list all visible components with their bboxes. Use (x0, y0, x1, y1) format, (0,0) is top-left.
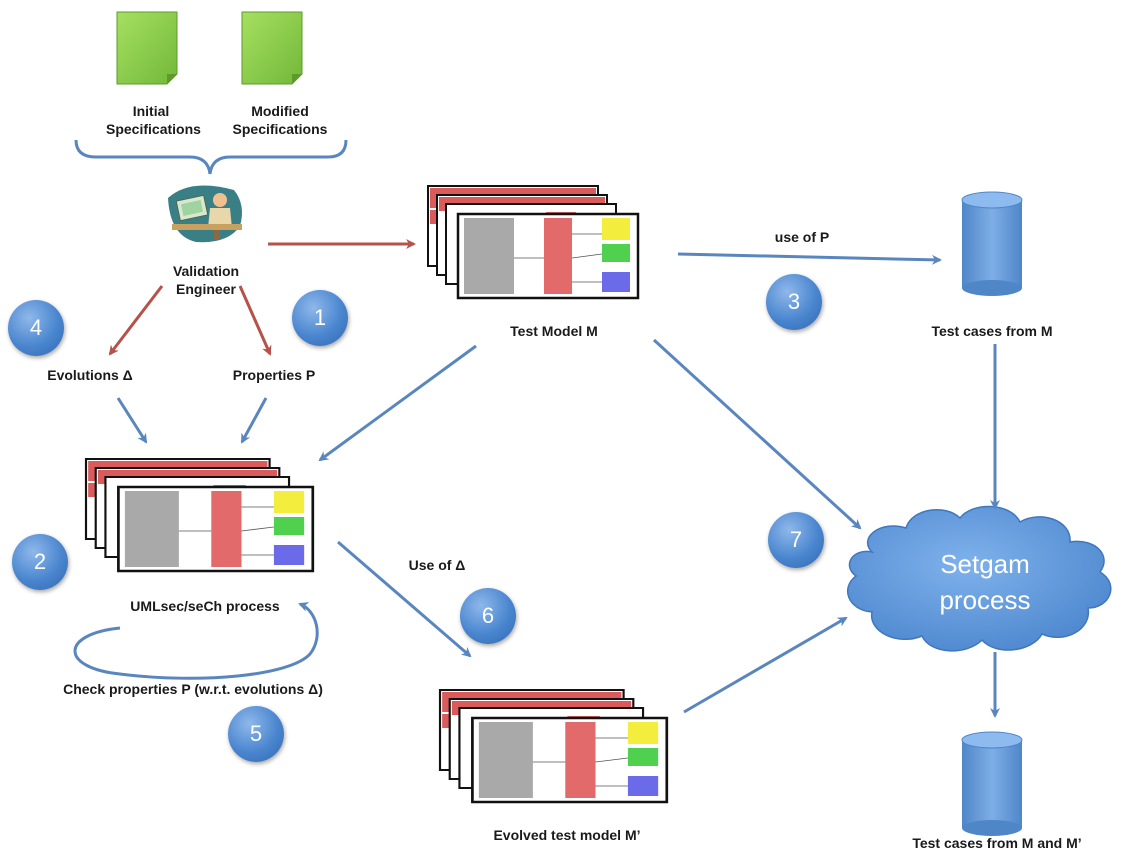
setgam-process-label: Setgam process (939, 549, 1031, 615)
modified-spec-document-icon (241, 11, 303, 85)
test-cases-mm-label: Test cases from M and M’ (912, 835, 1082, 851)
arrow-evolutions-to-umlsec (116, 397, 148, 444)
arrow-engineer-to-evolutions (108, 285, 164, 356)
arrow-engineer-to-properties (238, 285, 272, 356)
umlsec-model-diagram (84, 457, 315, 573)
evolutions-label: Evolutions Δ (47, 367, 133, 383)
validation-engineer-label: Validation Engineer (172, 263, 240, 297)
check-properties-label: Check properties P (w.r.t. evolutions Δ) (63, 681, 323, 697)
use-of-delta-label: Use of Δ (408, 557, 466, 573)
test-cases-m-database-icon (961, 191, 1023, 296)
specifications-brace (74, 139, 348, 175)
test-cases-m-label: Test cases from M (931, 323, 1053, 339)
step-badge-3: 3 (766, 274, 822, 330)
modified-specifications-label: Modified Specifications (232, 103, 328, 137)
initial-spec-document-icon (116, 11, 178, 85)
step-badge-6: 6 (460, 588, 516, 644)
arrow-evolved-to-setgam (683, 616, 848, 714)
umlsec-process-label: UMLsec/seCh process (130, 598, 280, 614)
test-model-label: Test Model M (510, 323, 598, 339)
test-cases-mm-database-icon (961, 731, 1023, 836)
step-badge-7: 7 (768, 512, 824, 568)
umlsec-self-loop-arrow (73, 602, 319, 680)
arrow-test-model-to-umlsec (318, 344, 477, 462)
evolved-model-diagram (438, 688, 669, 804)
arrow-properties-to-umlsec (240, 397, 268, 444)
initial-specifications-label: Initial Specifications (106, 103, 201, 137)
step-badge-1: 1 (292, 290, 348, 346)
validation-engineer-icon (168, 185, 242, 243)
use-of-p-label: use of P (774, 229, 830, 245)
step-badge-2: 2 (12, 534, 68, 590)
setgam-cloud-icon (846, 505, 1112, 652)
arrow-test-model-to-setgam (652, 338, 862, 530)
arrow-test-model-to-test-cases (677, 252, 942, 265)
properties-label: Properties P (232, 367, 316, 383)
evolved-test-model-label: Evolved test model M’ (493, 827, 641, 843)
test-model-m-diagram (426, 184, 640, 300)
step-badge-4: 4 (8, 300, 64, 356)
step-badge-5: 5 (228, 706, 284, 762)
arrow-umlsec-to-evolved (337, 540, 472, 658)
